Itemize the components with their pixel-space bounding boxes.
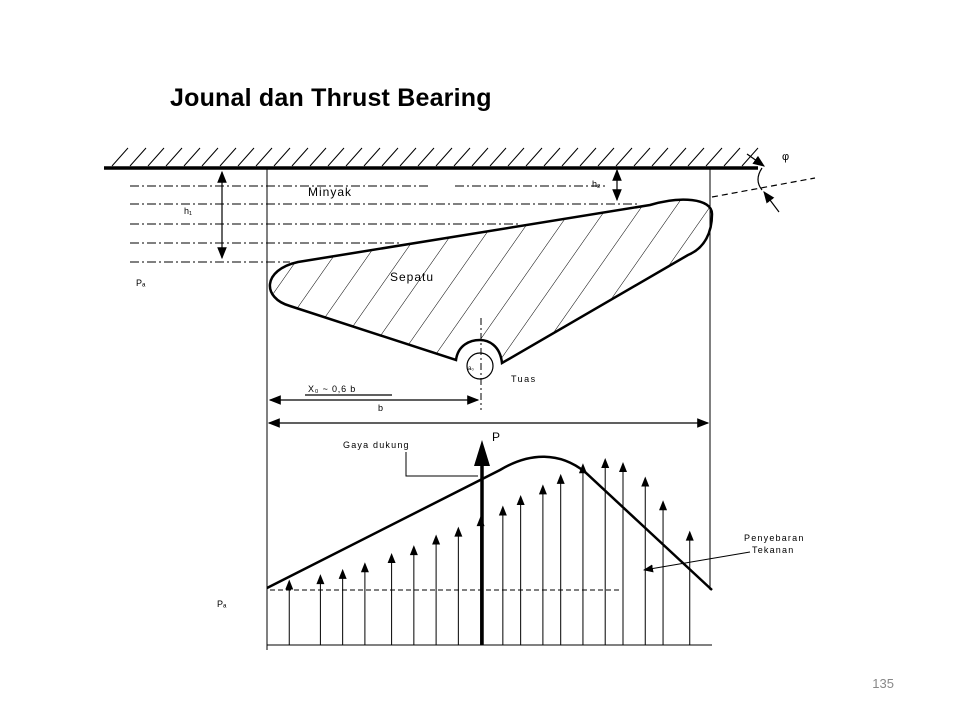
surface-hatch-mark xyxy=(273,147,291,167)
tilt-angle xyxy=(711,153,816,213)
pressure-arrow xyxy=(659,500,668,645)
p-force-label: P xyxy=(492,430,500,444)
surface-hatch-mark xyxy=(525,147,543,167)
surface-hatch-mark xyxy=(471,147,489,167)
surface-hatch-mark xyxy=(651,147,669,167)
surface-hatch-mark xyxy=(183,147,201,167)
surface-hatch-mark xyxy=(705,147,723,167)
pa-top-label: Pₐ xyxy=(136,278,146,288)
surface-hatch-mark xyxy=(597,147,615,167)
surface-hatch-mark xyxy=(201,147,219,167)
pressure-arrow xyxy=(285,579,294,645)
pa-bottom-label: Pₐ xyxy=(217,599,227,609)
phi-label: φ xyxy=(782,151,789,163)
surface-hatch-mark xyxy=(291,147,309,167)
surface-hatch-mark xyxy=(399,147,417,167)
pressure-arrow xyxy=(387,553,396,645)
pressure-arrow xyxy=(454,526,463,645)
leader-lines xyxy=(405,452,751,573)
surface-hatch-mark xyxy=(543,147,561,167)
surface-hatch-mark xyxy=(147,147,165,167)
pressure-arrow xyxy=(641,476,650,645)
pressure-arrow xyxy=(409,545,418,645)
oil-film-lines xyxy=(130,185,640,263)
stationary-surface xyxy=(104,147,759,170)
pressure-arrow xyxy=(685,530,694,645)
b-label: b xyxy=(378,403,383,413)
surface-hatch-mark xyxy=(561,147,579,167)
x0-dimension xyxy=(268,394,480,405)
surface-hatch-mark xyxy=(327,147,345,167)
pressure-arrow xyxy=(432,534,441,645)
surface-hatch-mark xyxy=(309,147,327,167)
h2-label: h₂ xyxy=(592,179,601,189)
support-force xyxy=(474,440,490,645)
h1-label: h₁ xyxy=(184,206,192,216)
pressure-arrow xyxy=(516,494,525,645)
pressure-arrow xyxy=(538,484,547,645)
surface-hatch-mark xyxy=(381,147,399,167)
bearing-shoe xyxy=(268,198,714,380)
slide-title: Jounal dan Thrust Bearing xyxy=(170,84,492,112)
pressure-arrow xyxy=(556,473,565,645)
page-number: 135 xyxy=(872,676,894,691)
surface-hatch-mark xyxy=(165,147,183,167)
surface-hatch-mark xyxy=(489,147,507,167)
surface-hatch-mark xyxy=(345,147,363,167)
surface-hatch-mark xyxy=(435,147,453,167)
pressure-arrow xyxy=(601,458,610,645)
penyebaran-label-line2: Tekanan xyxy=(752,545,794,555)
surface-hatch-mark xyxy=(129,147,147,167)
x0-label: X₀ ~ 0,6 b xyxy=(308,384,356,394)
surface-hatch-mark xyxy=(615,147,633,167)
surface-hatch-mark xyxy=(507,147,525,167)
surface-hatch-mark xyxy=(237,147,255,167)
pressure-arrow xyxy=(338,568,347,645)
tuas-label: Tuas xyxy=(511,374,537,384)
pressure-arrow xyxy=(316,574,325,645)
surface-hatch-mark xyxy=(669,147,687,167)
surface-hatch-mark xyxy=(741,147,759,167)
sepatu-label: Sepatu xyxy=(390,270,434,284)
minyak-label: Minyak xyxy=(308,185,352,199)
surface-hatch-mark xyxy=(111,147,129,167)
pressure-arrow xyxy=(498,505,507,645)
pivot-label: a₀ xyxy=(468,366,474,372)
pressure-arrow xyxy=(619,461,627,645)
surface-hatch-mark xyxy=(417,147,435,167)
surface-hatch-mark xyxy=(453,147,471,167)
gaya-dukung-label: Gaya dukung xyxy=(343,440,410,450)
pressure-arrow xyxy=(360,562,369,645)
surface-hatch-mark xyxy=(687,147,705,167)
surface-hatch-mark xyxy=(723,147,741,167)
surface-hatch-mark xyxy=(255,147,273,167)
pressure-arrow xyxy=(578,463,587,645)
surface-hatch-mark xyxy=(633,147,651,167)
surface-hatch-mark xyxy=(363,147,381,167)
surface-hatch-mark xyxy=(219,147,237,167)
pressure-distribution xyxy=(266,455,713,646)
penyebaran-label-line1: Penyebaran xyxy=(744,533,805,543)
surface-hatch-mark xyxy=(579,147,597,167)
boundary-lines xyxy=(266,168,711,650)
